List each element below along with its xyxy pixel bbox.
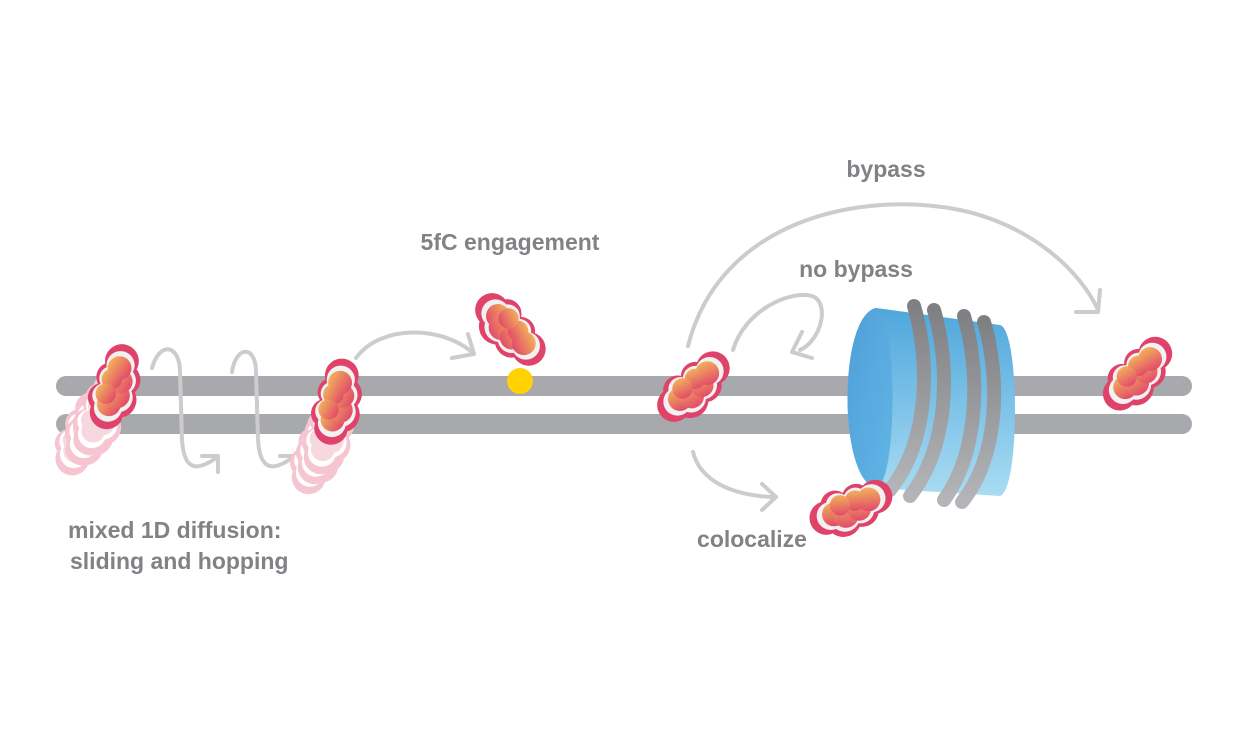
label-bypass: bypass bbox=[846, 156, 925, 182]
protein-engaged bbox=[466, 280, 551, 380]
label-colocalize: colocalize bbox=[697, 526, 807, 552]
protein-bypassed bbox=[1088, 331, 1188, 420]
wrapped-dna bbox=[883, 299, 1002, 509]
nucleosome bbox=[847, 299, 1015, 509]
bypass-arrow-head bbox=[1074, 288, 1102, 314]
arrow-to-5fc-head bbox=[450, 332, 476, 360]
arrow-to-5fc bbox=[354, 330, 474, 360]
protein-colocalized bbox=[807, 478, 896, 539]
histone-face bbox=[847, 308, 893, 488]
label-diffusion-line2: sliding and hopping bbox=[70, 548, 288, 574]
hop-arrow-1 bbox=[150, 347, 218, 469]
label-no-bypass: no bypass bbox=[799, 256, 913, 282]
colocalize-arrow bbox=[691, 450, 774, 499]
label-engagement: 5fC engagement bbox=[421, 229, 600, 255]
hopping-arrows bbox=[150, 347, 298, 474]
5fc-lesion bbox=[507, 368, 533, 394]
no-bypass-arrow bbox=[731, 293, 824, 352]
label-diffusion-line1: mixed 1D diffusion: bbox=[68, 517, 281, 543]
colocalize-arrow-head bbox=[760, 482, 778, 512]
hop-arrow-1-head bbox=[200, 454, 220, 474]
hop-arrow-2 bbox=[230, 350, 294, 469]
no-bypass-arrow-head bbox=[790, 330, 814, 360]
bypass-arrow bbox=[686, 202, 1100, 348]
